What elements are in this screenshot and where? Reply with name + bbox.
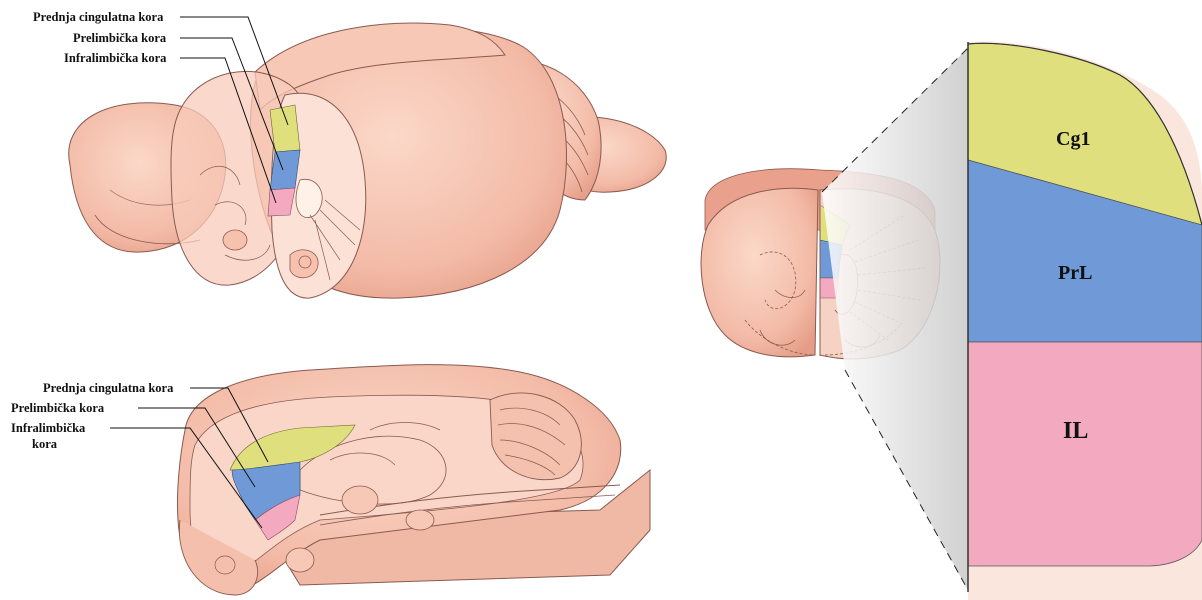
coronal-left-hemisphere [701,188,818,356]
sagittal-label-cingulate: Prednja cingulatna kora [43,381,173,395]
sagittal-label-infralimbic: Infralimbička [11,421,85,435]
zoom-label-cg1: Cg1 [1056,128,1090,151]
sagittal-label-kora: kora [32,437,57,451]
sagittal-brain-view [110,365,650,595]
prelimbic-region-top [270,150,300,190]
cingulate-region-top [270,105,300,152]
top-label-infralimbic: Infralimbička kora [64,51,166,65]
zoom-funnel [822,48,968,590]
zoom-il-region [968,342,1202,566]
zoom-panel [968,42,1202,600]
zoom-label-prl: PrL [1058,262,1092,285]
top-label-cingulate: Prednja cingulatna kora [33,10,163,24]
sagittal-label-prelimbic: Prelimbička kora [11,401,104,415]
top-label-prelimbic: Prelimbička kora [73,31,166,45]
zoom-label-il: IL [1063,418,1088,445]
